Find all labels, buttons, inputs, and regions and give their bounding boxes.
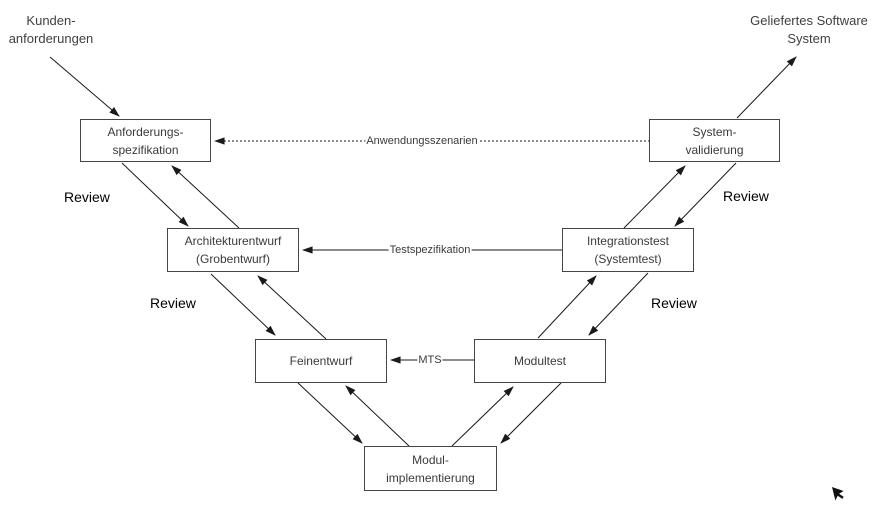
arrow-architecture-to-detaildesign-down [210,273,276,336]
application-scenarios-label: Anwendungsszenarien [365,135,479,147]
arrow-requirements-to-architecture-down [121,162,189,227]
box-requirements-specification: Anforderungs- spezifikation [80,119,211,162]
review-label-right-1: Review [723,188,769,204]
arrow-detaildesign-to-architecture-up [257,275,327,340]
arrow-integrationtest-to-validation-up [623,165,686,229]
review-label-left-2: Review [150,295,196,311]
arrow-validation-to-integrationtest-down [674,162,737,227]
mts-label: MTS [417,354,443,366]
arrow-moduletest-to-integrationtest-up [537,275,597,339]
arrow-architecture-to-requirements-up [171,165,240,229]
arrow-moduletest-to-implementation-down [500,382,562,444]
arrow-detaildesign-to-implementation-down [297,382,363,444]
box-system-validation: System- validierung [649,119,780,162]
test-specification-label: Testspezifikation [388,244,472,256]
box-detailed-design: Feinentwurf [255,339,387,383]
box-architecture-design: Architekturentwurf (Grobentwurf) [167,228,299,272]
delivered-system-label: Geliefertes Software System [750,13,868,46]
arrow-integrationtest-to-moduletest-down [588,272,649,336]
arrow-validation-to-delivered [736,56,797,119]
arrow-implementation-to-moduletest-up [451,386,514,447]
arrow-implementation-to-detaildesign-up [345,385,410,447]
box-module-implementation: Modul- implementierung [364,446,497,491]
box-integration-test: Integrationstest (Systemtest) [562,228,694,272]
customer-requirements-label: Kunden- anforderungen [8,13,94,46]
box-module-test: Modultest [474,339,606,383]
arrow-customer-to-requirements [49,56,120,117]
review-label-right-2: Review [651,295,697,311]
review-label-left-1: Review [64,189,110,205]
mouse-cursor-icon [832,487,844,501]
